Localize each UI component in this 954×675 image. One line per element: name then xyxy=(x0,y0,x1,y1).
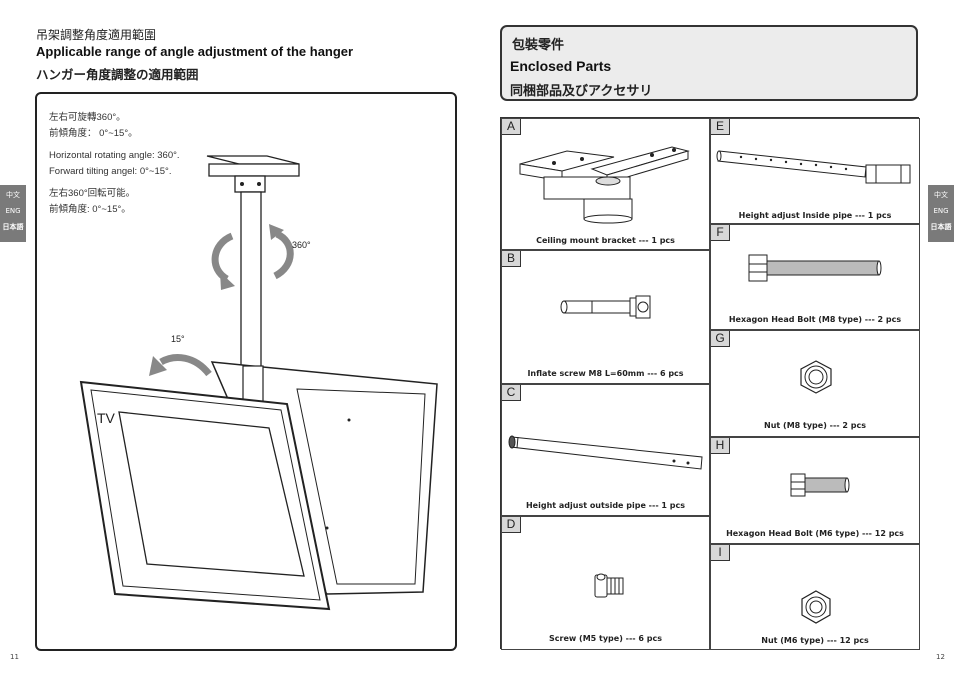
part-caption: Hexagon Head Bolt (M6 type) --- 12 pcs xyxy=(726,529,904,538)
right-title-en: Enclosed Parts xyxy=(510,58,612,74)
part-cell-d: D Screw (M5 type) --- 6 pcs xyxy=(501,516,710,650)
part-caption: Inflate screw M8 L=60mm --- 6 pcs xyxy=(527,369,684,378)
ceiling-bracket-icon xyxy=(519,146,690,224)
part-caption: Height adjust outside pipe --- 1 pcs xyxy=(525,501,686,510)
note-en-rotation: Horizontal rotating angle: 360°. xyxy=(49,150,180,161)
m5-screw-icon xyxy=(594,573,624,598)
tv-label: TV xyxy=(97,410,115,426)
lang-zh-label: 中文 xyxy=(6,191,20,199)
left-title-ja: ハンガー角度調整の適用範囲 xyxy=(36,67,199,82)
part-cell-e: E Height adjust Inside pipe --- 1 pcs xyxy=(710,118,920,224)
part-letter: B xyxy=(502,251,521,267)
note-ja-rotation: 左右360°回転可能。 xyxy=(49,188,136,199)
part-letter: D xyxy=(502,517,521,533)
part-cell-i: I Nut (M6 type) --- 12 pcs xyxy=(710,544,920,650)
parts-grid: A Ceiling mount bracket --- 1 pcs B Infl… xyxy=(500,117,920,650)
part-letter: C xyxy=(502,385,521,401)
inflate-screw-icon xyxy=(560,295,651,319)
ceiling-mount-tv-illustration xyxy=(79,155,438,611)
part-letter: A xyxy=(502,119,521,135)
right-title-ja: 同梱部品及びアクセサリ xyxy=(510,84,653,99)
tilt-angle-label: 15° xyxy=(171,334,185,344)
rotation-angle-label: 360° xyxy=(292,240,311,250)
m6-hex-bolt-icon xyxy=(790,473,850,497)
outside-pipe-icon xyxy=(508,435,703,470)
part-letter: H xyxy=(711,438,730,454)
left-title-en: Applicable range of angle adjustment of … xyxy=(36,44,354,59)
part-caption: Ceiling mount bracket --- 1 pcs xyxy=(536,236,675,245)
right-title-zh: 包裝零件 xyxy=(512,38,565,53)
enclosed-parts-header: 包裝零件 Enclosed Parts 同梱部品及びアクセサリ xyxy=(500,25,918,101)
part-letter: E xyxy=(711,119,730,135)
part-cell-f: F Hexagon Head Bolt (M8 type) --- 2 pcs xyxy=(710,224,920,330)
part-caption: Nut (M8 type) --- 2 pcs xyxy=(764,421,866,430)
note-zh-rotation: 左右可旋轉360°。 xyxy=(49,112,126,123)
note-en-tilt: Forward tilting angel: 0°~15°. xyxy=(49,166,172,177)
m8-nut-icon xyxy=(800,360,832,394)
part-caption: Screw (M5 type) --- 6 pcs xyxy=(549,634,662,643)
part-caption: Height adjust Inside pipe --- 1 pcs xyxy=(738,211,892,220)
angle-illustration-panel: 左右可旋轉360°。 前傾角度： 0°~15°。 Horizontal rota… xyxy=(35,92,457,651)
language-tab-right: 中文 ENG 日本語 xyxy=(928,185,954,242)
part-cell-c: C Height adjust outside pipe --- 1 pcs xyxy=(501,384,710,516)
part-caption: Nut (M6 type) --- 12 pcs xyxy=(761,636,869,645)
m6-nut-icon xyxy=(801,590,831,624)
note-zh-tilt: 前傾角度： 0°~15°。 xyxy=(49,128,138,139)
part-cell-a: A Ceiling mount bracket --- 1 pcs xyxy=(501,118,710,250)
part-cell-h: H Hexagon Head Bolt (M6 type) --- 12 pcs xyxy=(710,437,920,544)
page-number-right: 12 xyxy=(936,653,945,661)
left-title-zh: 吊架調整角度適用範圍 xyxy=(36,28,157,42)
part-cell-b: B Inflate screw M8 L=60mm --- 6 pcs xyxy=(501,250,710,384)
part-letter: I xyxy=(711,545,730,561)
language-tab-left: 中文 ENG 日本語 xyxy=(0,185,26,242)
part-letter: F xyxy=(711,225,730,241)
part-letter: G xyxy=(711,331,730,347)
lang-zh-label: 中文 xyxy=(934,191,948,199)
lang-en-label: ENG xyxy=(5,207,21,215)
part-cell-g: G Nut (M8 type) --- 2 pcs xyxy=(710,330,920,437)
lang-en-label: ENG xyxy=(933,207,949,215)
page-number-left: 11 xyxy=(10,653,19,661)
lang-ja-label: 日本語 xyxy=(930,223,952,231)
part-caption: Hexagon Head Bolt (M8 type) --- 2 pcs xyxy=(728,315,902,324)
lang-ja-label: 日本語 xyxy=(2,223,24,231)
inside-pipe-icon xyxy=(716,150,911,184)
m8-hex-bolt-icon xyxy=(748,254,882,282)
note-ja-tilt: 前傾角度: 0°~15°。 xyxy=(49,204,131,215)
